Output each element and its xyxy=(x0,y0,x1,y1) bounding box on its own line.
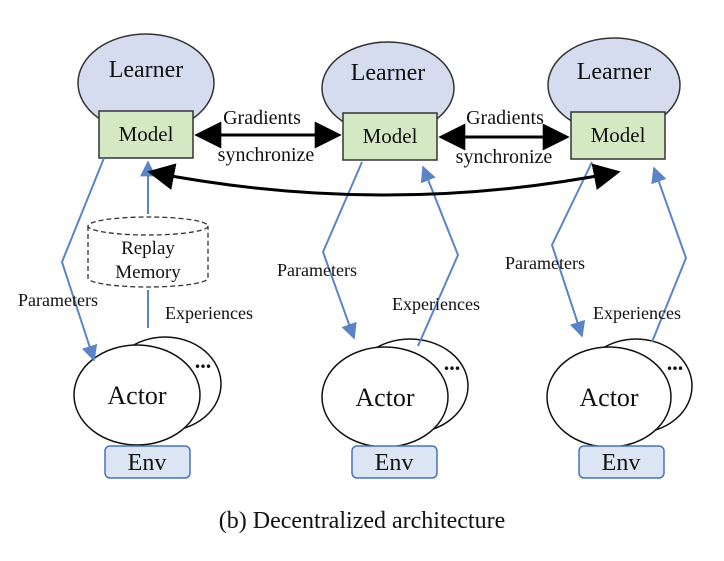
actor-ellipsis-3: ... xyxy=(667,350,684,375)
gradients-label-1: Gradients xyxy=(223,107,301,129)
experiences-label-2: Experiences xyxy=(392,294,480,314)
env-label-3: Env xyxy=(602,450,641,476)
learner-label-1: Learner xyxy=(109,57,184,83)
model-label-3: Model xyxy=(591,123,646,147)
replay-label: Replay xyxy=(121,238,175,259)
sync-connections: Gradients synchronize Gradients synchron… xyxy=(147,107,621,197)
model-box-2 xyxy=(342,112,438,161)
node-column-1: Learner Model Replay Memory Actor ... En… xyxy=(18,33,253,479)
replay-memory-cylinder xyxy=(87,216,209,288)
env-box-3 xyxy=(578,445,665,479)
actor-label-1: Actor xyxy=(107,381,167,410)
actor-label-3: Actor xyxy=(579,383,639,412)
env-box-1 xyxy=(104,445,191,479)
actor-ellipse-1 xyxy=(73,344,201,446)
env-label-2: Env xyxy=(375,450,414,476)
parameters-arrow-1 xyxy=(60,157,105,362)
actor-ellipsis-1: ... xyxy=(195,348,212,373)
model-label-2: Model xyxy=(363,124,418,148)
env-label-1: Env xyxy=(128,450,167,476)
parameters-label-2: Parameters xyxy=(277,260,357,280)
synchronize-label-1: synchronize xyxy=(218,144,315,166)
parameters-label-3: Parameters xyxy=(505,253,585,273)
node-column-2: Learner Model Actor ... Env Parameters E… xyxy=(277,41,480,479)
learner-label-2: Learner xyxy=(351,60,426,86)
experiences-arrow-3 xyxy=(651,166,688,343)
parameters-arrow-2 xyxy=(321,161,363,340)
model-box-3 xyxy=(570,111,666,160)
learner-label-3: Learner xyxy=(577,59,652,85)
actor-ellipsis-2: ... xyxy=(444,350,461,375)
model-box-1 xyxy=(98,110,194,159)
env-box-2 xyxy=(351,445,438,479)
memory-label: Memory xyxy=(115,262,181,283)
experiences-arrow-2 xyxy=(417,165,460,347)
node-column-3: Learner Model Actor ... Env Parameters E… xyxy=(505,37,693,479)
model-label-1: Model xyxy=(119,122,174,146)
parameters-arrow-3 xyxy=(550,161,593,338)
experiences-label-3: Experiences xyxy=(593,303,681,323)
synchronize-label-2: synchronize xyxy=(456,146,553,168)
actor-label-2: Actor xyxy=(355,383,415,412)
parameters-label-1: Parameters xyxy=(18,290,98,310)
experiences-label-1: Experiences xyxy=(165,303,253,323)
gradients-label-2: Gradients xyxy=(466,107,544,129)
figure-caption: (b) Decentralized architecture xyxy=(218,508,506,534)
sync-arrow-1-3 xyxy=(147,163,621,197)
